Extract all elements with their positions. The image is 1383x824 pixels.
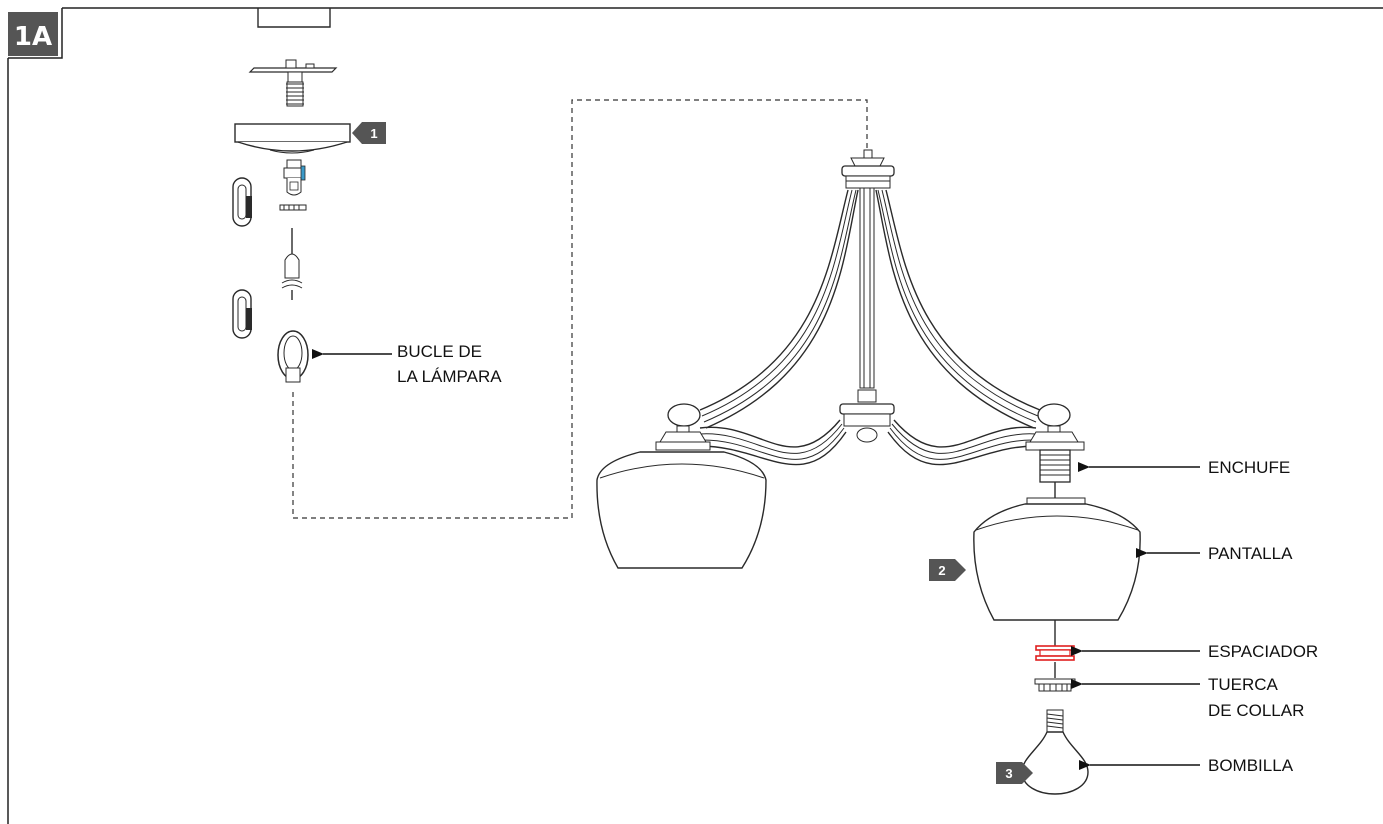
collar-nut [1034, 662, 1076, 692]
loop-callout: BUCLE DE LA LÁMPARA [312, 342, 502, 386]
shade-label: PANTALLA [1208, 544, 1293, 563]
socket-callout: ENCHUFE [1078, 458, 1290, 477]
bulb-callout: BOMBILLA [1079, 756, 1294, 775]
spacer [1035, 645, 1075, 661]
svg-text:1: 1 [370, 126, 377, 141]
fixture-loop [277, 330, 309, 383]
frame [7, 7, 1383, 824]
chain-link-lower [232, 289, 252, 339]
svg-text:3: 3 [1005, 766, 1012, 781]
coupling [283, 159, 306, 196]
canopy [234, 123, 351, 154]
junction-box [257, 8, 331, 28]
mounting-bracket [248, 59, 338, 107]
wire-route [292, 99, 868, 519]
nut-label-line1: TUERCA [1208, 675, 1279, 694]
light-bulb [1021, 709, 1089, 795]
shade-callout: PANTALLA [1136, 544, 1293, 563]
step-2-badge: 2 [929, 559, 966, 581]
right-shade [973, 497, 1141, 646]
lock-washer [279, 204, 307, 211]
corner-tag: 1A [8, 12, 58, 56]
chain-link-upper [232, 177, 252, 227]
socket [1039, 449, 1071, 498]
step-3-badge: 3 [996, 762, 1033, 784]
svg-text:2: 2 [938, 563, 945, 578]
bulb-label: BOMBILLA [1208, 756, 1294, 775]
spacer-label: ESPACIADOR [1208, 642, 1318, 661]
corner-tag-text: 1A [14, 22, 52, 52]
supply-wire [281, 228, 303, 300]
spacer-callout: ESPACIADOR [1071, 642, 1318, 661]
nut-callout: TUERCA DE COLLAR [1071, 675, 1304, 720]
loop-label-line1: BUCLE DE [397, 342, 482, 361]
nut-label-line2: DE COLLAR [1208, 701, 1304, 720]
chandelier-body [655, 149, 1085, 466]
step-1-badge: 1 [352, 122, 386, 144]
corner-tag-background [8, 12, 58, 56]
socket-label: ENCHUFE [1208, 458, 1290, 477]
loop-label-line2: LA LÁMPARA [397, 367, 502, 386]
left-shade [596, 451, 767, 569]
